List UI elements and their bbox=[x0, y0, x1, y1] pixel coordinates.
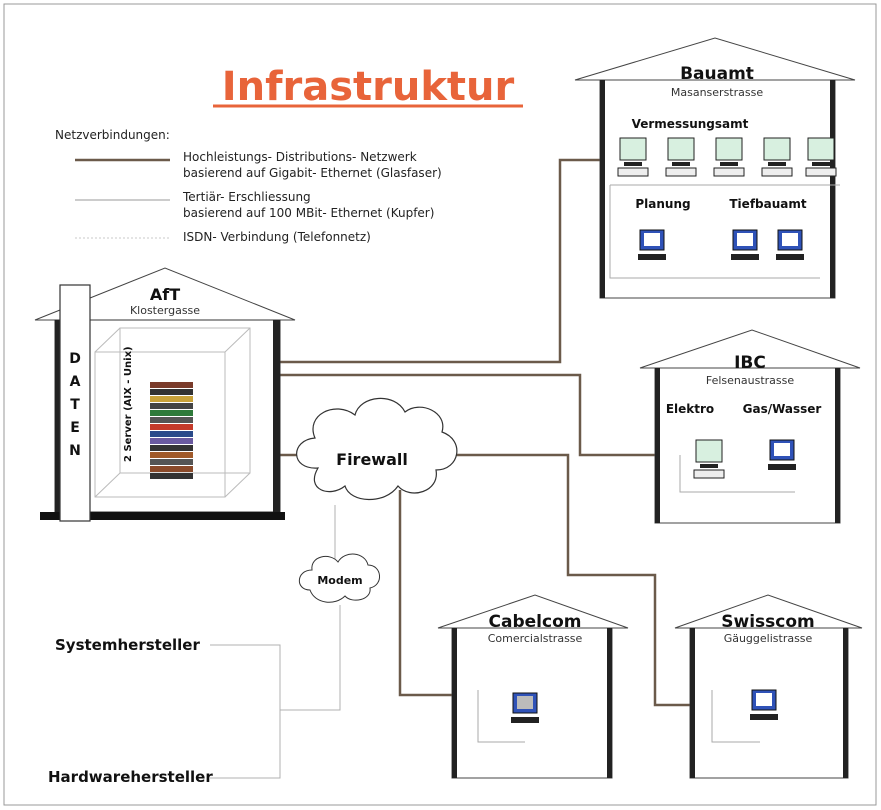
legend-fiber-line1: Hochleistungs- Distributions- Netzwerk bbox=[183, 150, 417, 164]
workstation-icon bbox=[693, 439, 725, 479]
systemhersteller-label: Systemhersteller bbox=[55, 636, 200, 654]
swisscom-name: Swisscom bbox=[721, 612, 814, 632]
workstation-icon bbox=[617, 137, 649, 177]
aft-building: AfT Klostergasse D A T E N 2 Server (AIX… bbox=[34, 267, 296, 522]
modem-cloud: Modem bbox=[298, 553, 380, 603]
legend-copper-line1: Tertiär- Erschliessung bbox=[182, 190, 311, 204]
isdn-modem-externals bbox=[280, 605, 341, 711]
aft-name: AfT bbox=[150, 285, 180, 304]
workstation-icon bbox=[665, 137, 697, 177]
daten-column bbox=[59, 284, 91, 522]
monitor-icon bbox=[776, 229, 804, 260]
monitor-icon bbox=[768, 439, 796, 470]
ibc-building: IBC Felsenaustrasse Elektro Gas/Wasser bbox=[639, 329, 861, 524]
daten-letter-n: N bbox=[69, 443, 81, 459]
fiber-to-bauamt bbox=[272, 158, 620, 364]
monitor-icon bbox=[731, 229, 759, 260]
monitor-icon bbox=[511, 692, 539, 723]
bauamt-blue-workstations bbox=[638, 229, 804, 260]
hardwarehersteller-label: Hardwarehersteller bbox=[48, 768, 213, 786]
legend: Netzverbindungen: Hochleistungs- Distrib… bbox=[55, 128, 442, 244]
aft-foundation bbox=[40, 512, 285, 520]
ibc-dept-gaswasser: Gas/Wasser bbox=[743, 402, 822, 416]
bauamt-dept-planung: Planung bbox=[635, 197, 690, 211]
legend-isdn-line1: ISDN- Verbindung (Telefonnetz) bbox=[183, 230, 371, 244]
server-label: 2 Server (AIX - Unix) bbox=[123, 346, 134, 462]
bauamt-dept-vermessung: Vermessungsamt bbox=[632, 117, 749, 131]
page-title: Infrastruktur bbox=[222, 64, 515, 110]
ibc-street: Felsenaustrasse bbox=[706, 374, 795, 387]
legend-copper-line2: basierend auf 100 MBit- Ethernet (Kupfer… bbox=[183, 206, 434, 220]
bauamt-name: Bauamt bbox=[680, 64, 754, 84]
legend-fiber-line2: basierend auf Gigabit- Ethernet (Glasfas… bbox=[183, 166, 442, 180]
daten-letter-a: A bbox=[70, 374, 81, 390]
legend-heading: Netzverbindungen: bbox=[55, 128, 170, 142]
ibc-name: IBC bbox=[734, 353, 766, 373]
bauamt-street: Masanserstrasse bbox=[671, 86, 763, 99]
daten-letter-d: D bbox=[69, 351, 81, 367]
aft-street: Klostergasse bbox=[130, 304, 200, 317]
swisscom-building: Swisscom Gäuggelistrasse bbox=[674, 594, 863, 779]
bauamt-green-workstations bbox=[617, 137, 837, 177]
monitor-icon bbox=[750, 689, 778, 720]
monitor-icon bbox=[638, 229, 666, 260]
daten-letter-e: E bbox=[70, 420, 80, 436]
server-stack-icon bbox=[150, 382, 193, 479]
cabelcom-street: Comercialstrasse bbox=[488, 632, 583, 645]
fiber-to-swisscom bbox=[430, 453, 740, 707]
daten-letter-t: T bbox=[70, 397, 80, 413]
modem-label: Modem bbox=[317, 574, 362, 587]
workstation-icon bbox=[761, 137, 793, 177]
bauamt-dept-tiefbau: Tiefbauamt bbox=[729, 197, 806, 211]
isdn-externals bbox=[210, 644, 281, 779]
workstation-icon bbox=[805, 137, 837, 177]
cabelcom-name: Cabelcom bbox=[489, 612, 582, 632]
swisscom-street: Gäuggelistrasse bbox=[724, 632, 813, 645]
bauamt-building: Bauamt Masanserstrasse Vermessungsamt Pl… bbox=[574, 37, 856, 299]
fiber-to-ibc bbox=[272, 373, 680, 457]
workstation-icon bbox=[713, 137, 745, 177]
cabelcom-building: Cabelcom Comercialstrasse bbox=[437, 594, 629, 779]
firewall-label: Firewall bbox=[336, 450, 408, 469]
ibc-dept-elektro: Elektro bbox=[666, 402, 714, 416]
firewall-cloud: Firewall bbox=[296, 397, 458, 501]
